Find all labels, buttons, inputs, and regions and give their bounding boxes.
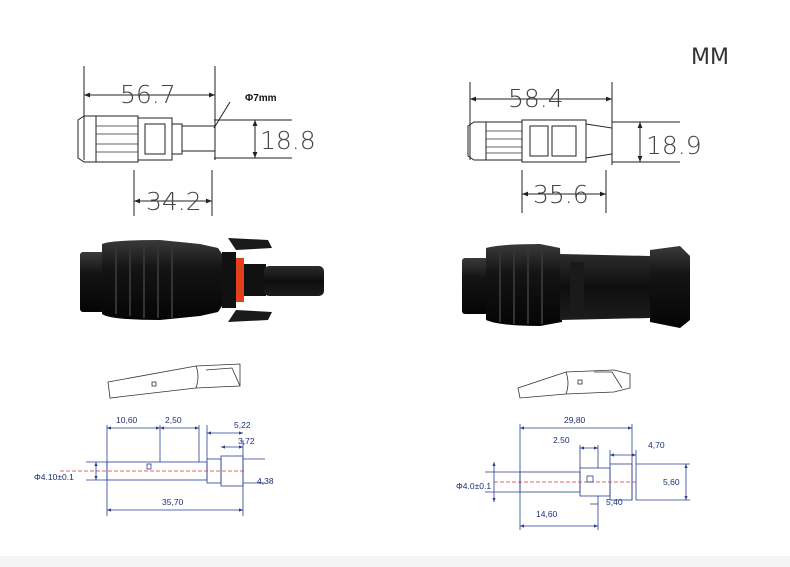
female-body-label: 35.6	[533, 180, 589, 209]
male-pin-drawing	[60, 425, 265, 516]
male-pin-dim-5: 4,38	[257, 476, 274, 486]
male-pin-dim-4: 3,72	[238, 436, 255, 446]
male-pin-dim-3: 5,22	[234, 420, 251, 430]
female-pin-sketch	[517, 369, 631, 399]
unit-label: MM	[691, 45, 729, 70]
male-pin-sketch	[107, 363, 241, 399]
female-connector-outline	[467, 82, 680, 213]
male-pin-dim-2: 2,50	[165, 415, 182, 425]
female-height-label: 18.9	[646, 131, 702, 160]
female-pin-dim-4: 5,40	[606, 497, 623, 507]
male-cable-diameter-label: Φ7mm	[245, 93, 277, 104]
female-pin-drawing	[485, 424, 690, 530]
female-length-label: 58.4	[508, 84, 564, 113]
bottom-strip	[0, 556, 790, 567]
male-connector-image	[80, 238, 324, 322]
female-pin-diameter: Φ4.0±0.1	[456, 481, 491, 491]
female-pin-total: 29,80	[564, 415, 586, 425]
female-pin-dim-5: 14,60	[536, 509, 558, 519]
male-length-label: 56.7	[120, 80, 176, 109]
male-pin-total: 35,70	[162, 497, 184, 507]
male-pin-dim-1: 10,60	[116, 415, 138, 425]
male-connector-outline	[77, 66, 292, 216]
female-pin-dim-3: 5,60	[663, 477, 680, 487]
female-connector-image	[462, 244, 690, 328]
male-height-label: 18.8	[260, 126, 316, 155]
female-pin-dim-1: 2.50	[553, 435, 570, 445]
male-pin-diameter: Φ4.10±0.1	[34, 472, 74, 482]
female-pin-dim-2: 4,70	[648, 440, 665, 450]
male-body-label: 34.2	[146, 187, 202, 216]
